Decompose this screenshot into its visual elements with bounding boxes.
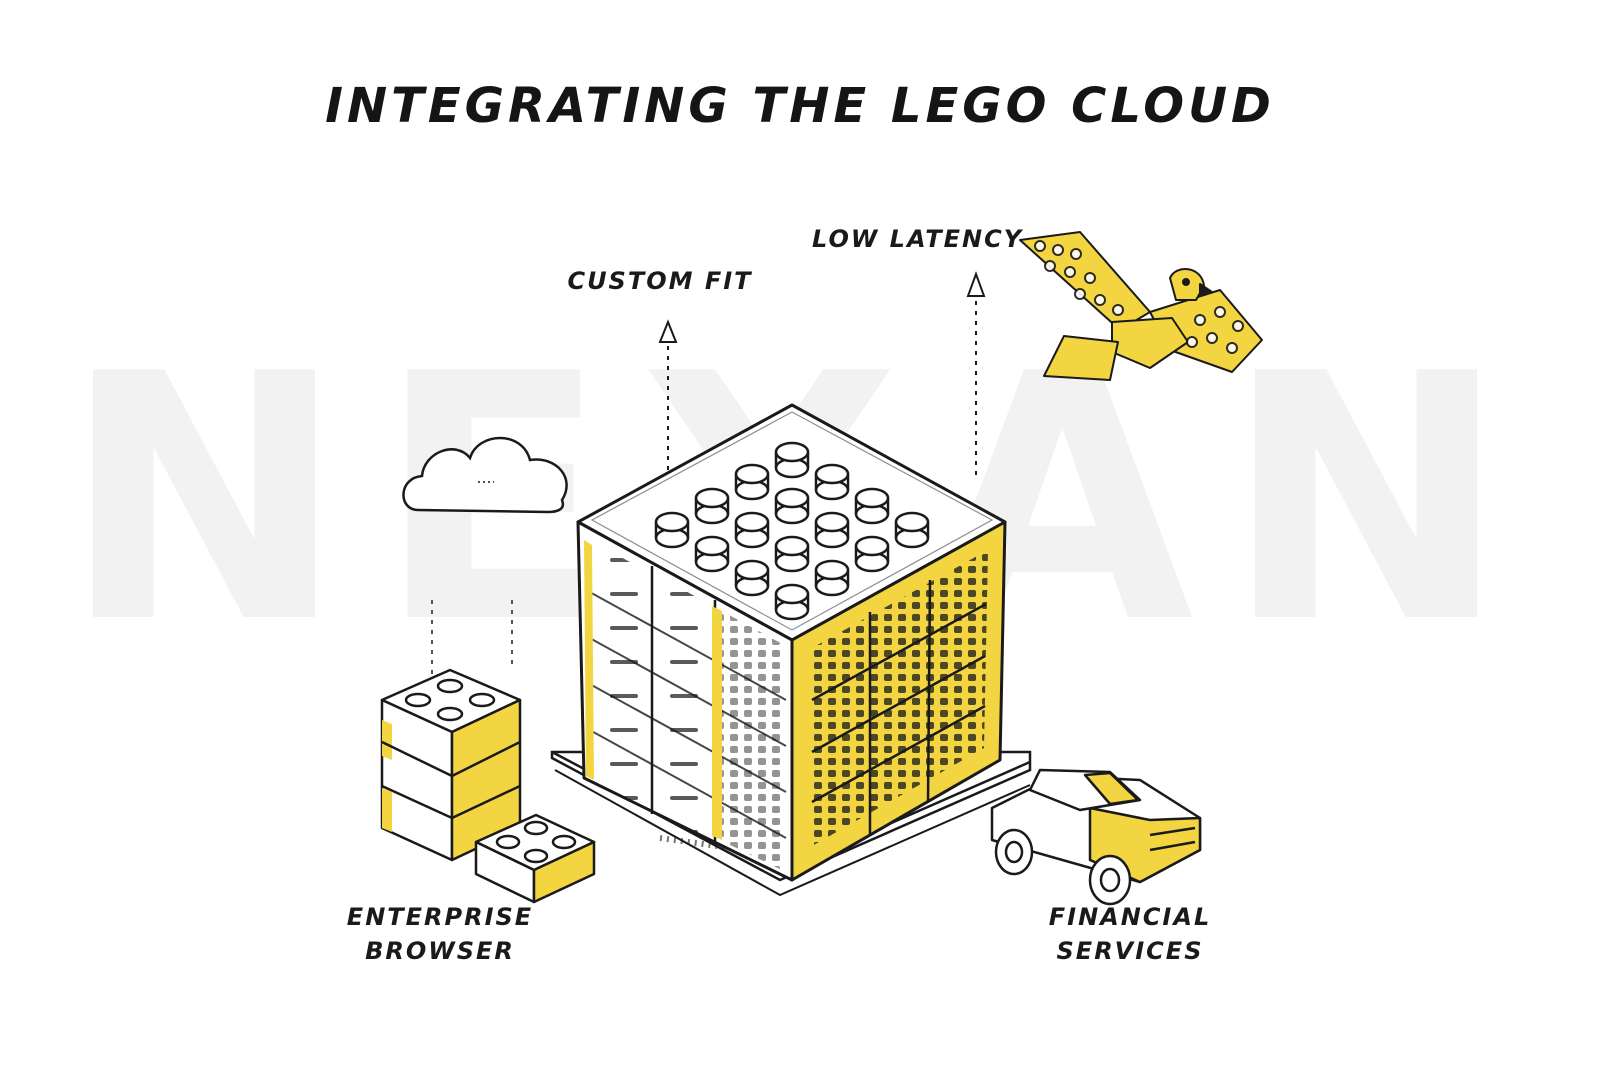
- label-enterprise-line1: ENTERPRISE: [346, 903, 534, 931]
- label-financial-line2: SERVICES: [1056, 937, 1204, 965]
- label-enterprise-line2: BROWSER: [365, 937, 515, 965]
- dashed-guides-left: [431, 600, 513, 690]
- label-low-latency: LOW LATENCY: [812, 225, 1024, 253]
- arrow-custom-fit: [658, 319, 678, 470]
- page-title: INTEGRATING THE LEGO CLOUD: [325, 78, 1275, 134]
- label-custom-fit: CUSTOM FIT: [567, 267, 753, 295]
- label-financial-services: FINANCIAL SERVICES: [1030, 900, 1230, 968]
- lego-eagle-icon: [1019, 231, 1263, 381]
- label-enterprise-browser: ENTERPRISE BROWSER: [340, 900, 540, 968]
- lego-brick-small-icon: [474, 813, 596, 904]
- cloud-icon: [402, 436, 568, 514]
- cube-studs: [654, 441, 930, 621]
- arrow-low-latency: [966, 271, 986, 475]
- lego-brick-icon: [380, 668, 522, 862]
- server-cube-icon: [576, 403, 1007, 882]
- label-financial-line1: FINANCIAL: [1048, 903, 1212, 931]
- lego-car-icon: [990, 768, 1202, 906]
